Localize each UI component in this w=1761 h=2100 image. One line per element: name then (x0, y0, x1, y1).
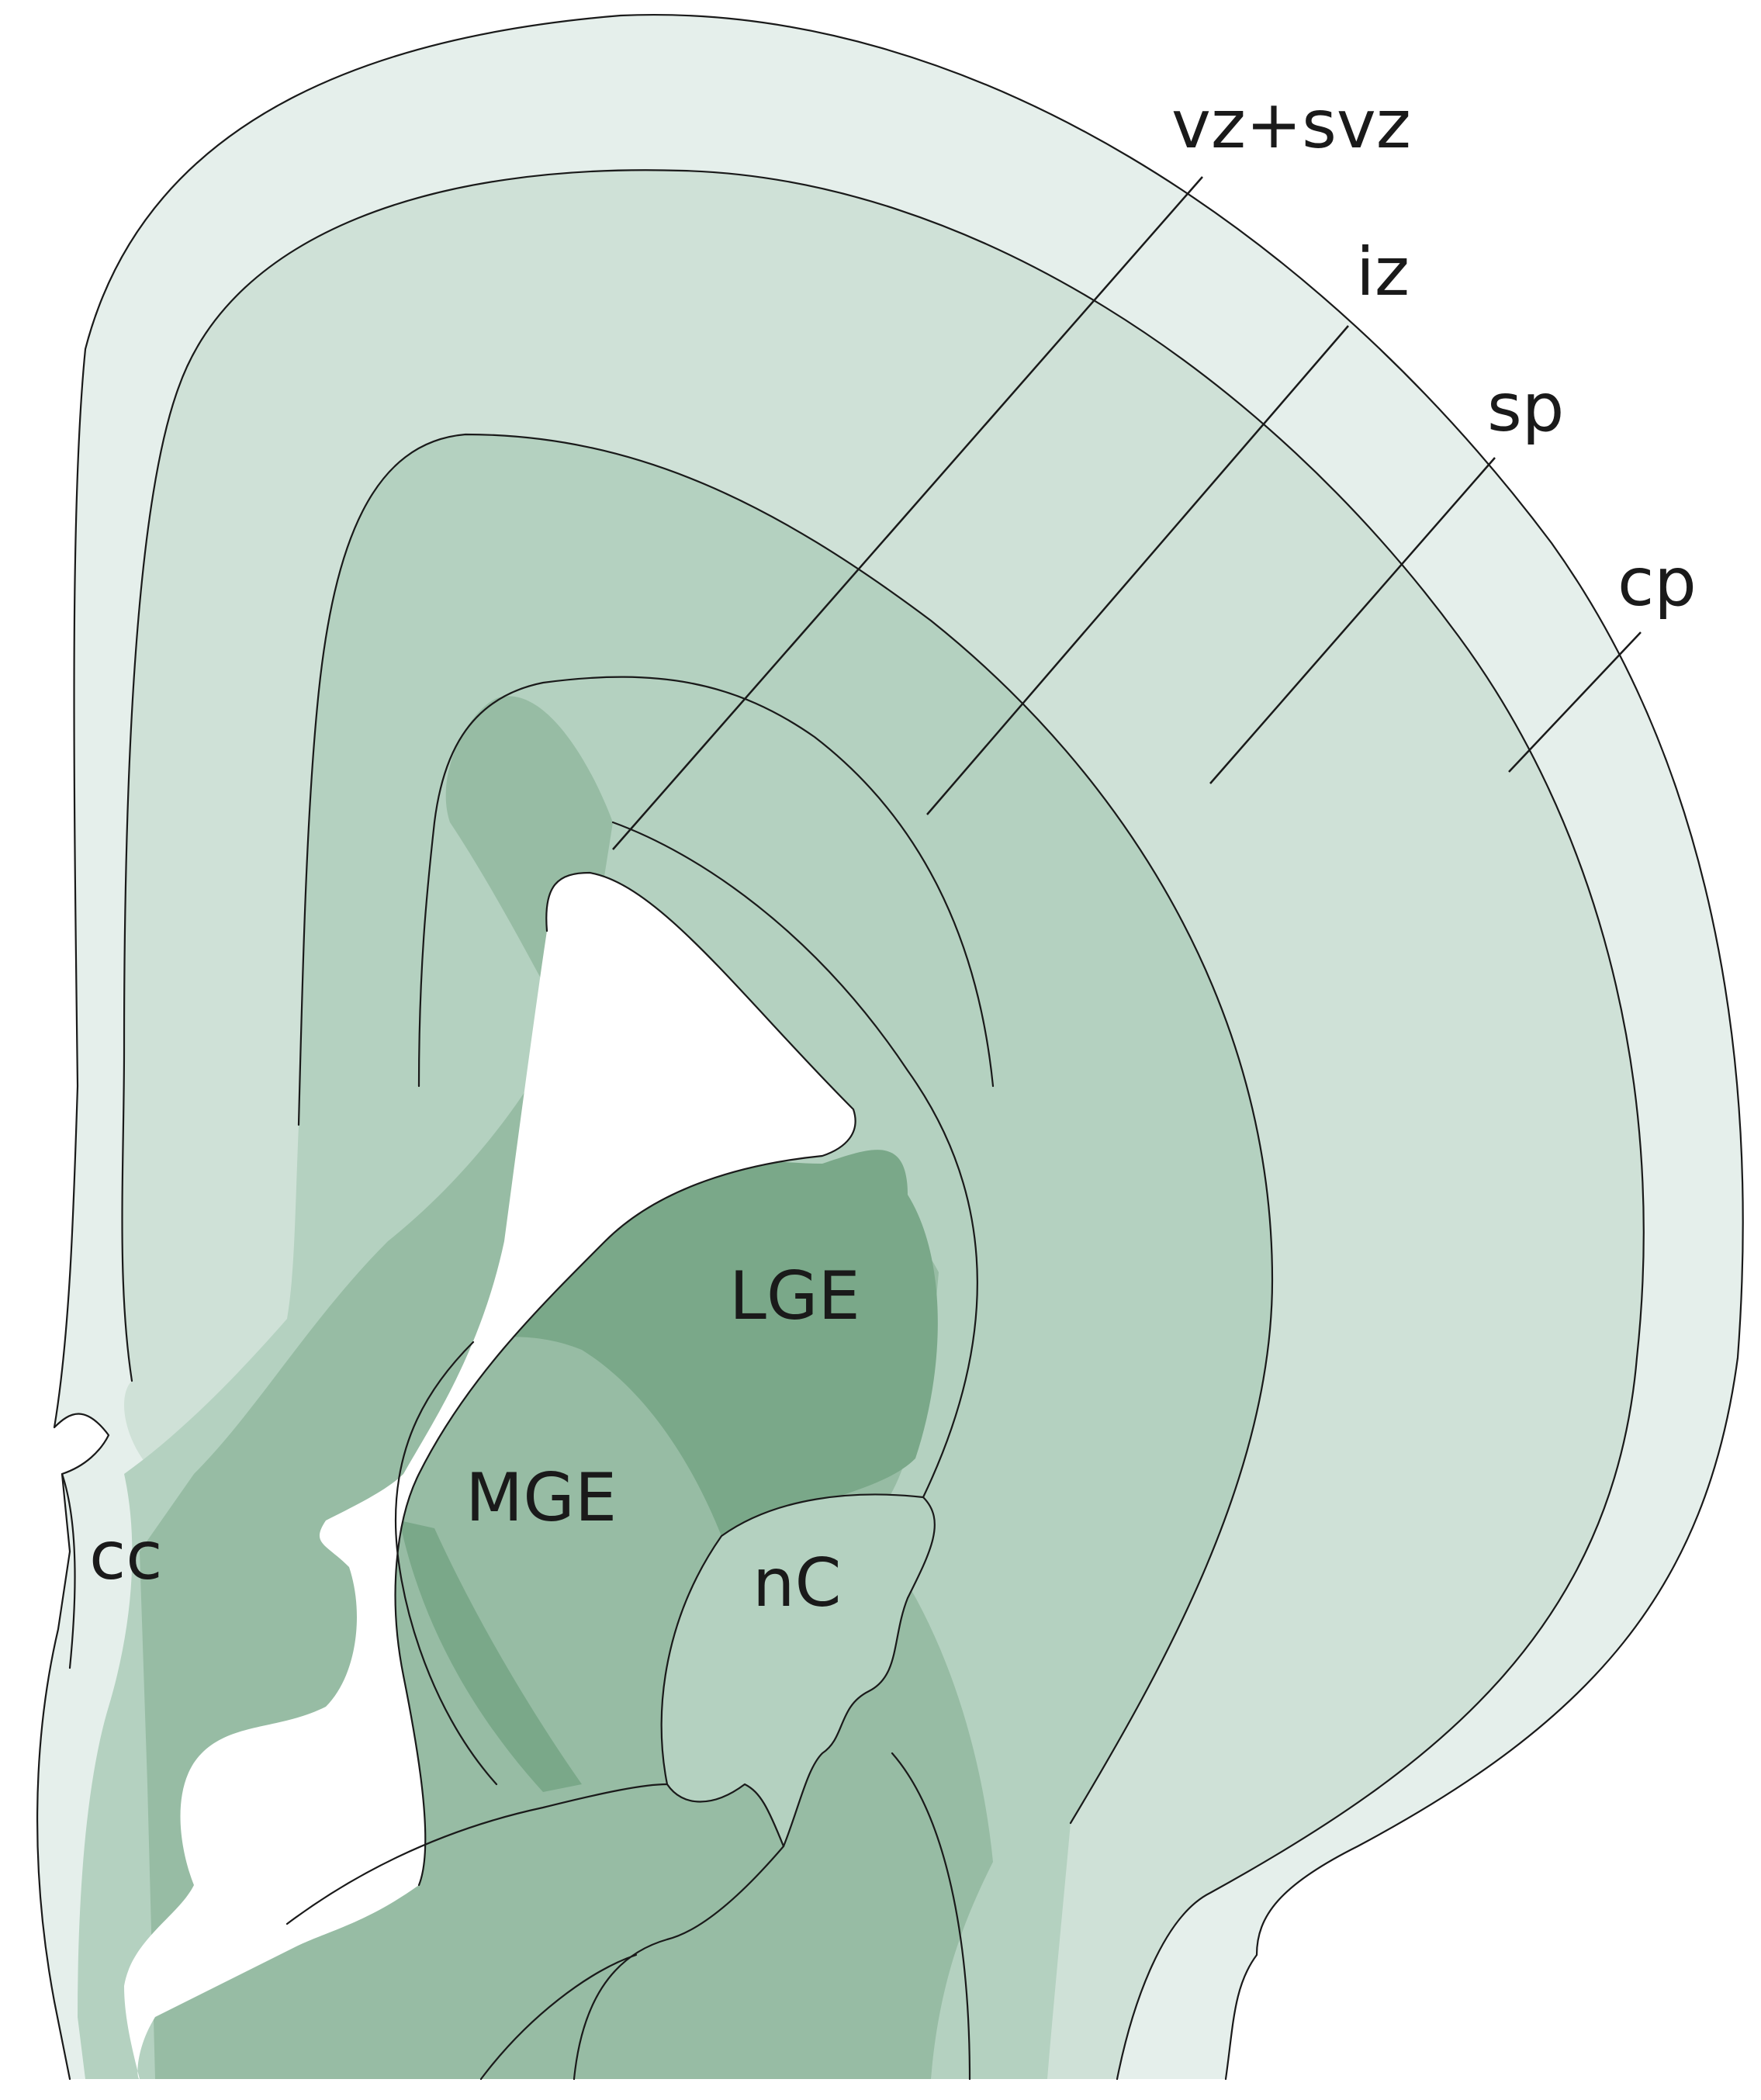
ventricle-edge (394, 871, 856, 1887)
vz-svz-leader (612, 176, 1203, 850)
cc-label: cc (89, 1517, 163, 1595)
base-edge-4 (479, 1953, 638, 2081)
vz-svz-label: vz+svz (1171, 86, 1411, 164)
nc-label: nC (752, 1545, 842, 1622)
sp-label: sp (1487, 369, 1564, 447)
iz-edge (297, 433, 1274, 1825)
nc-region (661, 1494, 935, 1846)
cp-label: cp (1617, 544, 1697, 621)
lge-label: LGE (729, 1258, 860, 1335)
base-edge-1 (285, 1783, 669, 1925)
mge-dark-stripe (400, 1521, 582, 1792)
mge-label: MGE (465, 1459, 617, 1537)
iz-label: iz (1356, 234, 1410, 311)
lateral-ventricle (124, 873, 856, 2079)
mge-edge (394, 1341, 498, 1786)
vz-inner-edge (611, 821, 978, 1499)
base-edge-2 (573, 1845, 785, 2081)
outer-edge (36, 13, 1744, 2081)
cp-leader (1508, 631, 1642, 773)
base-edge-3 (891, 1752, 971, 2081)
vz-edge (417, 676, 995, 1088)
iz-leader (926, 325, 1349, 815)
sp-edge (121, 169, 1645, 2081)
sp-leader (1209, 457, 1496, 784)
cc-edge (61, 1472, 76, 1669)
